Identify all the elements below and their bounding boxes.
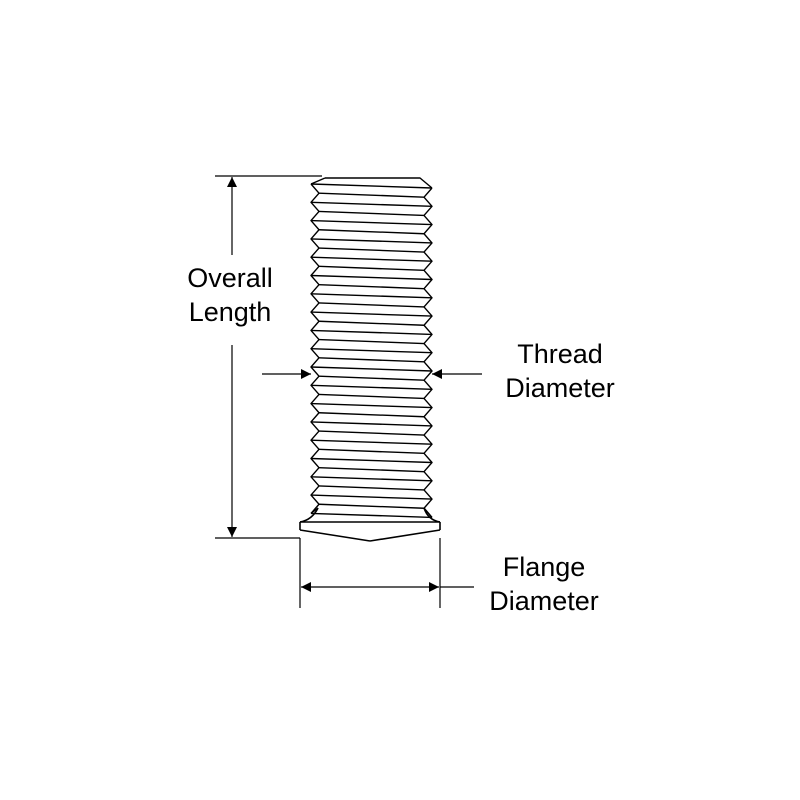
thread-crest-line: [310, 256, 433, 262]
thread-top-chamfer: [325, 177, 433, 189]
thread-crest-line: [310, 476, 433, 482]
thread-root-line: [318, 265, 425, 272]
thread-root-line: [318, 210, 425, 217]
thread-crest-line: [310, 512, 433, 519]
thread-crest-line: [310, 274, 433, 281]
thread-root-line: [318, 192, 425, 198]
thread-root-line: [318, 302, 425, 308]
flange-diameter-label-line2: Diameter: [489, 586, 599, 616]
flange-diameter-label: Flange Diameter: [476, 550, 612, 618]
flange-diameter-label-line1: Flange: [502, 552, 586, 582]
thread-root-line: [318, 466, 425, 473]
flange-bottom-left: [299, 529, 371, 542]
thread-crest-line: [310, 366, 433, 372]
overall-length-label-line2: Length: [188, 297, 272, 327]
thread-crest-line: [310, 421, 433, 427]
thread-root-line: [318, 320, 425, 326]
thread-crest-line: [310, 348, 433, 354]
thread-crest-line: [310, 219, 433, 226]
thread-root-line: [318, 357, 425, 363]
thread-crest-line: [310, 494, 433, 500]
thread-diameter-label: Thread Diameter: [490, 337, 630, 405]
thread-crest-line: [310, 183, 433, 189]
thread-crest-line: [310, 439, 433, 445]
thread-crest-line: [310, 293, 433, 299]
flange-diameter-dimension: [299, 538, 474, 608]
thread-crest-line: [310, 457, 433, 464]
thread-root-line: [318, 375, 425, 381]
thread-crest-line: [310, 311, 433, 317]
thread-top-chamfer-left: [310, 177, 326, 185]
flange-bottom-right: [369, 529, 441, 542]
thread-root-line: [318, 503, 425, 509]
thread-root-line: [318, 393, 425, 400]
thread-crest-line: [310, 238, 433, 244]
flange-head: [299, 507, 441, 542]
thread-root-line: [318, 229, 425, 235]
thread-root-line: [318, 283, 425, 290]
thread-crest-line: [310, 402, 433, 409]
thread-crest-line: [310, 329, 433, 336]
thread-root-line: [318, 412, 425, 418]
thread-root-line: [318, 247, 425, 253]
thread-root-line: [318, 430, 425, 436]
thread-root-line: [318, 338, 425, 345]
thread-diameter-label-line2: Diameter: [505, 373, 615, 403]
overall-length-label: Overall Length: [178, 261, 282, 329]
thread-root-line: [318, 448, 425, 455]
thread-root-line: [318, 485, 425, 491]
thread-crest-line: [310, 384, 433, 390]
overall-length-label-line1: Overall: [187, 263, 273, 293]
thread-diameter-label-line1: Thread: [517, 339, 603, 369]
overall-length-dimension: [215, 175, 322, 539]
thread-crest-line: [310, 201, 433, 207]
threaded-shank: [310, 177, 433, 519]
